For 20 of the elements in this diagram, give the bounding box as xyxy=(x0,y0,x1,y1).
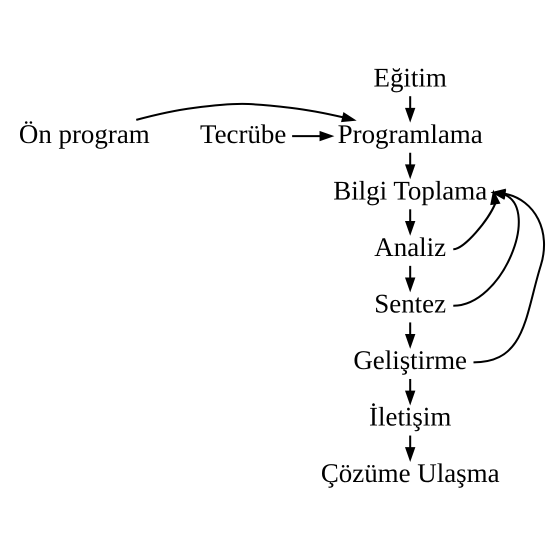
node-text: Çözüme Ulaşma xyxy=(320,458,500,488)
node-text: Tecrübe xyxy=(200,118,286,149)
arrow xyxy=(405,436,416,462)
node-text: İletişim xyxy=(369,402,452,432)
node-text: Programlama xyxy=(338,118,483,149)
arrow xyxy=(405,152,416,180)
node-text: Bilgi Toplama xyxy=(333,175,488,206)
node-text: Sentez xyxy=(374,288,446,319)
arrow xyxy=(136,102,357,122)
arrow xyxy=(405,378,416,406)
node-text: Geliştirme xyxy=(353,345,468,376)
node-text: Eğitim xyxy=(374,62,447,92)
arrow xyxy=(405,322,416,349)
node-text: Ön program xyxy=(18,118,150,149)
node-text: Analiz xyxy=(374,232,446,262)
arrow xyxy=(292,130,334,142)
arrow xyxy=(405,266,416,292)
arrow xyxy=(405,209,416,236)
arrow xyxy=(453,190,501,250)
arrow xyxy=(405,96,416,123)
